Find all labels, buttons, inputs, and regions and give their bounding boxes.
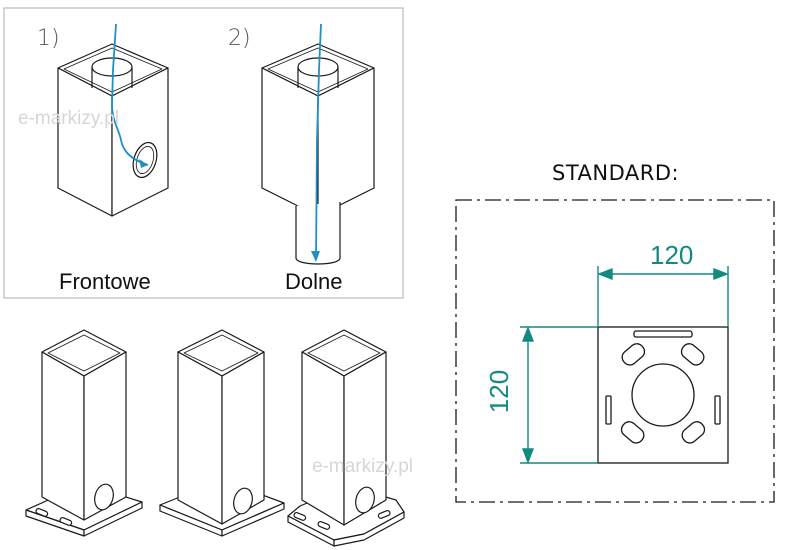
- width-dimension-label: 120: [650, 240, 694, 270]
- bottom-outlet-box: [261, 43, 375, 265]
- dimension-lines: [520, 266, 729, 464]
- frontal-caption: Frontowe: [59, 269, 151, 294]
- cable-route-bottom: [315, 23, 322, 261]
- standard-outer-frame: [455, 199, 775, 503]
- watermark: e-markizy.pl: [312, 456, 413, 477]
- cable-arrow-bottom: [311, 251, 320, 262]
- step-1-label: 1): [37, 26, 60, 51]
- cable-route-frontal: [111, 23, 149, 166]
- post-with-octagon-base: [287, 329, 405, 547]
- post-with-side-flange: [159, 329, 285, 537]
- watermark: e-markizy.pl: [18, 108, 119, 129]
- base-plate: [597, 326, 729, 464]
- post-with-rect-base: [25, 329, 143, 537]
- step-2-label: 2): [228, 26, 251, 51]
- standard-title: STANDARD:: [552, 161, 680, 185]
- height-dimension-label: 120: [484, 369, 515, 414]
- bottom-caption: Dolne: [285, 269, 343, 294]
- cable-arrow-frontal: [139, 159, 148, 168]
